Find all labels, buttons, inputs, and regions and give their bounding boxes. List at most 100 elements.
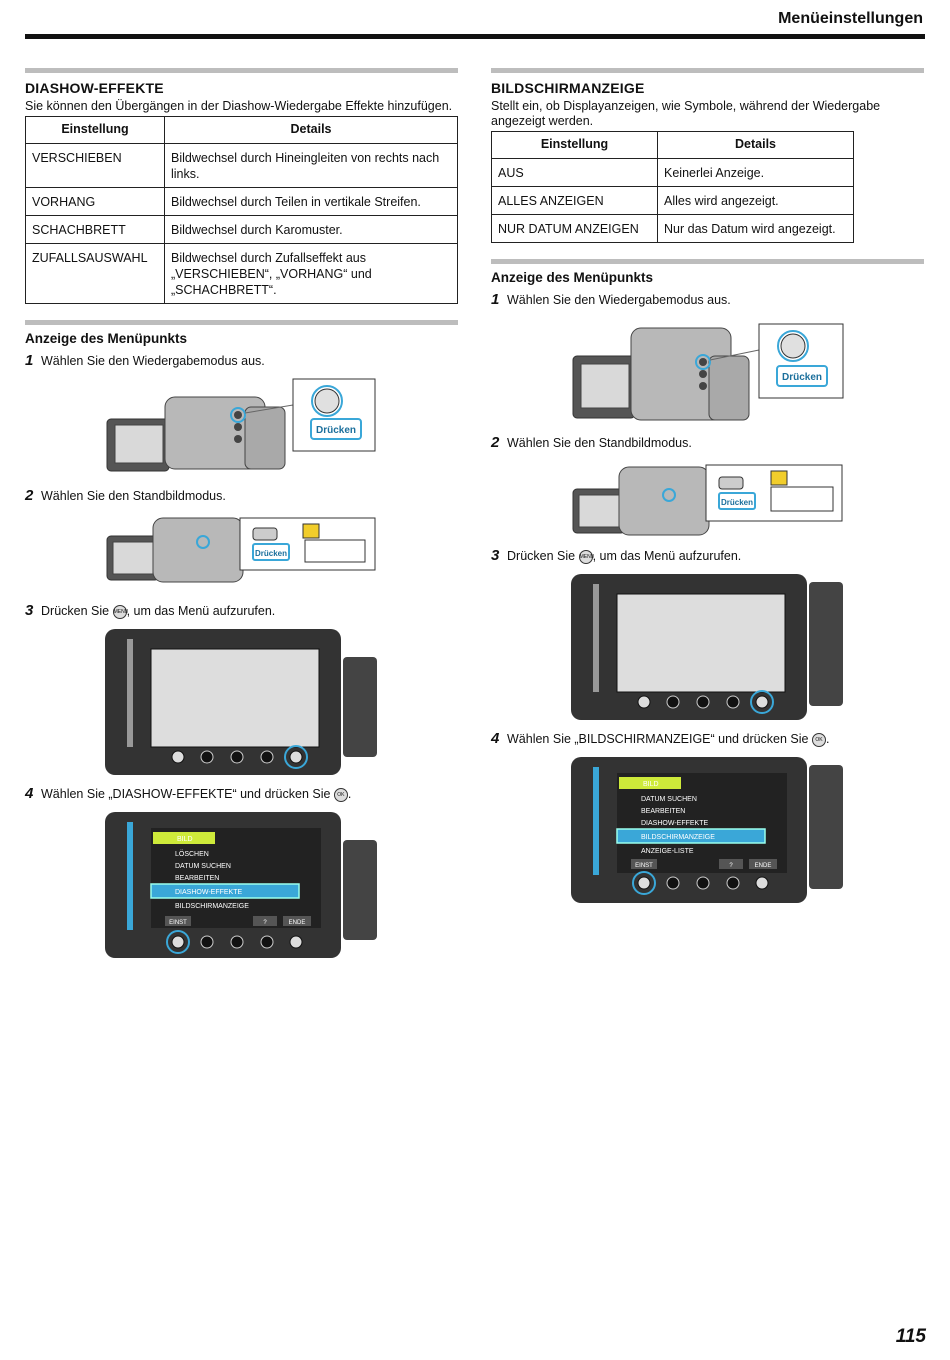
step-text: Drücken Sie [41,604,113,618]
table-row: VERSCHIEBEN Bildwechsel durch Hineinglei… [25,143,458,188]
menu-item: BEARBEITEN [641,808,685,815]
camcorder-playback-button-illustration: Drücken [106,378,376,472]
menu-item: DATUM SUCHEN [175,863,231,870]
table-cell: Bildwechsel durch Teilen in vertikale St… [164,187,458,216]
lcd-menu-list-illustration: BILD LÖSCHEN DATUM SUCHEN BEARBEITEN DIA… [105,812,377,958]
einst-label: EINST [635,863,653,869]
ok-button-icon: OK [333,787,348,802]
druecken-label: Drücken [721,498,753,507]
section-bar [491,259,924,264]
lcd-menu-list-illustration: BILD DATUM SUCHEN BEARBEITEN DIASHOW-EFF… [571,757,843,903]
step-2: 2 Wählen Sie den Standbildmodus. [25,487,458,504]
help-label: ? [263,920,267,926]
step-text: Wählen Sie „DIASHOW-EFFEKTE“ und drücken… [41,787,334,801]
camcorder-still-mode-illustration: Drücken [572,464,843,536]
table-cell: Alles wird angezeigt. [657,186,854,215]
menu-item-highlighted: BILDSCHIRMANZEIGE [641,834,715,841]
table-cell: Bildwechsel durch Hineingleiten von rech… [164,143,458,188]
step-text: Wählen Sie „BILDSCHIRMANZEIGE“ und drück… [507,732,812,746]
druecken-label: Drücken [316,425,356,436]
menu-item: ANZEIGE-LISTE [641,848,694,855]
camcorder-still-mode-illustration: Drücken [106,517,376,583]
section-bar [491,68,924,73]
section-description: Sie können den Übergängen in der Diashow… [25,99,453,113]
menu-item: BEARBEITEN [175,875,219,882]
table-header: Details [164,116,458,144]
right-column: BILDSCHIRMANZEIGE Stellt ein, ob Display… [491,68,924,905]
table-header-row: Einstellung Details [491,131,854,159]
left-column: DIASHOW-EFFEKTE Sie können den Übergänge… [25,68,458,960]
running-header-title: Menüeinstellungen [778,10,923,27]
ende-label: ENDE [755,863,772,869]
lcd-screen-menu-button-illustration [571,574,843,720]
table-header-row: Einstellung Details [25,116,458,144]
table-row: NUR DATUM ANZEIGEN Nur das Datum wird an… [491,214,854,243]
table-row: VORHANG Bildwechsel durch Teilen in vert… [25,187,458,216]
step-4: 4 Wählen Sie „DIASHOW-EFFEKTE“ und drück… [25,785,458,802]
header-rule [25,34,925,39]
table-header: Einstellung [491,131,658,159]
ok-button-icon: OK [811,732,826,747]
step-number: 2 [491,434,500,451]
section-bar [25,68,458,73]
table-row: SCHACHBRETT Bildwechsel durch Karomuster… [25,215,458,244]
step-text: . [825,732,830,746]
step-3: 3 Drücken Sie MENU, um das Menü aufzuruf… [25,602,458,619]
step-text: Wählen Sie den Wiedergabemodus aus. [507,293,731,307]
table-cell: AUS [491,158,658,187]
step-number: 2 [25,487,34,504]
section-title: BILDSCHIRMANZEIGE [491,80,645,96]
step-text: Wählen Sie den Standbildmodus. [41,489,226,503]
ende-label: ENDE [289,920,306,926]
menu-item: DIASHOW-EFFEKTE [641,820,708,827]
step-text: Wählen Sie den Wiedergabemodus aus. [41,354,265,368]
lcd-screen-menu-button-illustration [105,629,377,775]
section-bar [25,320,458,325]
camcorder-playback-button-illustration: Drücken [572,323,844,421]
step-text: . [347,787,352,801]
table-cell: Nur das Datum wird angezeigt. [657,214,854,243]
einst-label: EINST [169,920,187,926]
menu-display-heading: Anzeige des Menüpunkts [491,270,654,285]
step-number: 4 [25,785,34,802]
menu-item: BILD [643,781,659,788]
table-row: ALLES ANZEIGEN Alles wird angezeigt. [491,186,854,215]
table-cell: NUR DATUM ANZEIGEN [491,214,658,243]
table-row: AUS Keinerlei Anzeige. [491,158,854,187]
menu-item-highlighted: DIASHOW-EFFEKTE [175,889,242,896]
table-row: ZUFALLSAUSWAHL Bildwechsel durch Zufalls… [25,243,458,304]
step-3: 3 Drücken Sie MENU, um das Menü aufzuruf… [491,547,924,564]
step-4: 4 Wählen Sie „BILDSCHIRMANZEIGE“ und drü… [491,730,924,747]
help-label: ? [729,863,733,869]
menu-item: DATUM SUCHEN [641,796,697,803]
step-number: 1 [25,352,34,369]
step-2: 2 Wählen Sie den Standbildmodus. [491,434,924,451]
settings-table: Einstellung Details AUS Keinerlei Anzeig… [491,131,854,243]
table-cell: ZUFALLSAUSWAHL [25,243,165,304]
table-cell: SCHACHBRETT [25,215,165,244]
table-cell: VORHANG [25,187,165,216]
menu-button-icon: MENU [112,604,128,619]
settings-table: Einstellung Details VERSCHIEBEN Bildwech… [25,116,458,304]
druecken-label: Drücken [255,549,287,558]
table-cell: Keinerlei Anzeige. [657,158,854,187]
step-number: 1 [491,291,500,308]
step-number: 3 [25,602,34,619]
section-description: Stellt ein, ob Displayanzeigen, wie Symb… [491,99,881,128]
table-cell: ALLES ANZEIGEN [491,186,658,215]
table-cell: Bildwechsel durch Karomuster. [164,215,458,244]
step-1: 1 Wählen Sie den Wiedergabemodus aus. [25,352,458,369]
step-1: 1 Wählen Sie den Wiedergabemodus aus. [491,291,924,308]
section-title: DIASHOW-EFFEKTE [25,80,164,96]
step-text: Wählen Sie den Standbildmodus. [507,436,692,450]
table-cell: Bildwechsel durch Zufallseffekt aus „VER… [164,243,458,304]
table-header: Details [657,131,854,159]
step-text: Drücken Sie [507,549,579,563]
step-number: 4 [491,730,500,747]
step-text: , um das Menü aufzurufen. [592,549,742,563]
menu-item: BILDSCHIRMANZEIGE [175,903,249,910]
menu-display-heading: Anzeige des Menüpunkts [25,331,188,346]
menu-button-icon: MENU [578,549,594,564]
menu-item: LÖSCHEN [175,850,209,858]
step-text: , um das Menü aufzurufen. [126,604,276,618]
